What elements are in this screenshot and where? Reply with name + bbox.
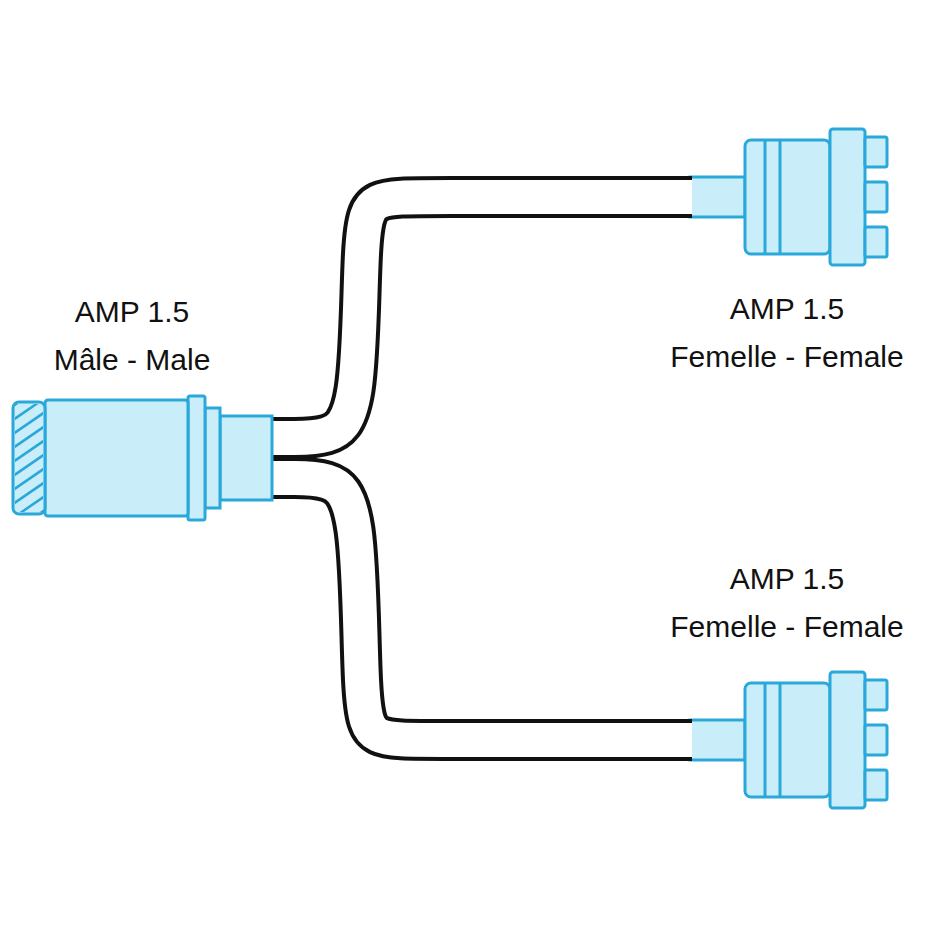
cable-core — [272, 478, 655, 740]
cable-stub — [654, 740, 692, 741]
nut-tooth — [865, 770, 887, 800]
connector-type: AMP 1.5 — [10, 288, 254, 336]
cable-connector: AMP 1.5Mâle - Male — [10, 286, 272, 518]
connector-gender: Femelle - Female — [647, 333, 927, 381]
cable-connector: AMP 1.5Femelle - Female — [655, 125, 927, 385]
nut-tooth — [865, 725, 887, 755]
connector-type: AMP 1.5 — [647, 555, 927, 603]
cable-stub — [654, 197, 692, 198]
connector-sleeve — [220, 416, 272, 500]
nut-tooth — [865, 227, 887, 257]
connector-sleeve — [690, 720, 745, 760]
connector-label: AMP 1.5Femelle - Female — [647, 555, 927, 651]
cable-connector: AMP 1.5Femelle - Female — [655, 555, 927, 817]
connector-label: AMP 1.5Mâle - Male — [10, 288, 254, 384]
connector-body — [745, 140, 830, 254]
cable-core — [272, 197, 655, 438]
connector-ring — [188, 396, 205, 520]
nut-tooth — [865, 137, 887, 167]
connector-body — [745, 683, 830, 797]
connector-body — [45, 400, 188, 516]
cable-outline — [272, 478, 655, 740]
cable-outline — [272, 197, 655, 438]
connector-sleeve — [690, 177, 745, 217]
connector-collar — [205, 408, 220, 508]
connector-type: AMP 1.5 — [647, 285, 927, 333]
nut-tooth — [865, 182, 887, 212]
thread-hatching — [15, 404, 43, 512]
connector-nut — [830, 672, 865, 808]
connector-nut — [830, 129, 865, 265]
connector-label: AMP 1.5Femelle - Female — [647, 285, 927, 381]
connector-gender: Mâle - Male — [10, 336, 254, 384]
connector-thread-cap — [13, 402, 45, 514]
nut-tooth — [865, 680, 887, 710]
connector-gender: Femelle - Female — [647, 603, 927, 651]
